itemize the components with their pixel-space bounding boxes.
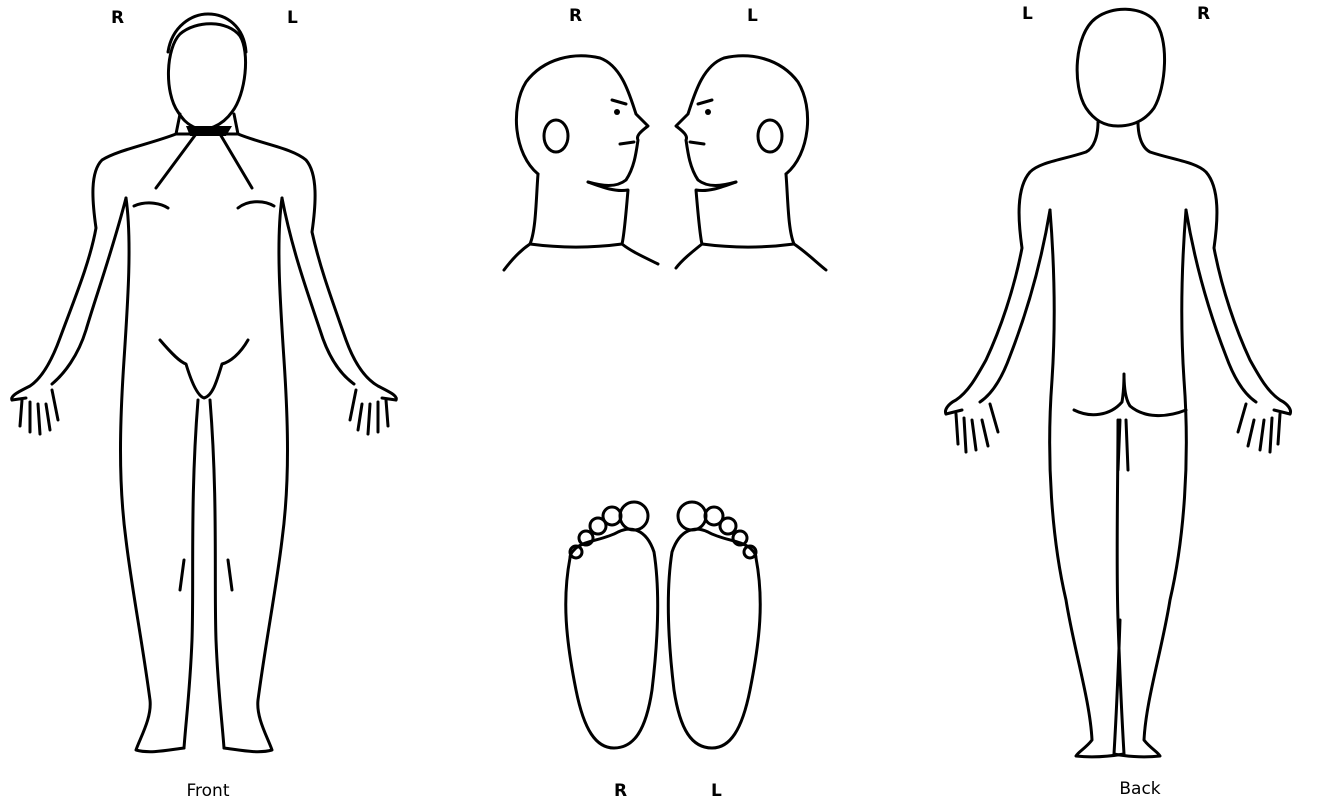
back-buttocks xyxy=(1074,374,1186,416)
head-left-collar xyxy=(702,244,794,247)
front-neck-lines xyxy=(156,134,252,188)
back-caption: Back xyxy=(1119,779,1160,799)
head-left-neck-front xyxy=(676,182,736,268)
head-left-face xyxy=(690,100,712,144)
head-right-profile xyxy=(516,56,648,186)
head-left-neck-back xyxy=(786,174,826,270)
back-left-leg xyxy=(1050,210,1124,757)
back-head xyxy=(1077,9,1164,126)
front-arms-inner xyxy=(52,198,354,384)
front-inner-legs xyxy=(184,400,224,748)
back-right-leg xyxy=(1114,210,1186,757)
head-right-neck-back xyxy=(504,174,538,270)
head-right-eye xyxy=(614,109,620,115)
front-pelvis xyxy=(160,340,248,398)
heads-label-right: R xyxy=(569,6,582,26)
head-left-profile xyxy=(676,56,808,186)
left-sole xyxy=(668,529,760,748)
feet-soles: R L xyxy=(566,502,761,801)
back-gluteal-fold xyxy=(1118,420,1128,470)
front-shoulders-arms-outer xyxy=(12,134,397,400)
front-collar xyxy=(186,126,232,136)
front-figure: R L Front xyxy=(12,8,397,801)
back-label-right: R xyxy=(1197,4,1210,24)
front-knees xyxy=(180,560,232,590)
head-right-neck-front xyxy=(588,182,658,264)
feet-label-right: R xyxy=(614,781,627,801)
front-caption: Front xyxy=(187,781,230,801)
right-toe-3 xyxy=(590,518,606,534)
head-right-face xyxy=(612,100,634,144)
back-shoulders-arms-outer xyxy=(945,122,1290,414)
front-label-right: R xyxy=(111,8,124,28)
right-sole xyxy=(566,529,658,748)
front-right-leg xyxy=(121,198,185,752)
front-chest xyxy=(134,202,274,208)
right-big-toe xyxy=(620,502,648,530)
heads-label-left: L xyxy=(747,6,758,26)
head-left-ear xyxy=(758,120,782,152)
back-figure: L R Back xyxy=(945,4,1290,799)
head-left-eye xyxy=(705,109,711,115)
feet-label-left: L xyxy=(711,781,722,801)
head-profiles: R L xyxy=(504,6,826,270)
back-label-left: L xyxy=(1022,4,1033,24)
head-right-ear xyxy=(544,120,568,152)
head-right-collar xyxy=(530,244,622,247)
left-big-toe xyxy=(678,502,706,530)
front-left-leg xyxy=(224,198,288,752)
front-label-left: L xyxy=(287,8,298,28)
left-toe-3 xyxy=(720,518,736,534)
